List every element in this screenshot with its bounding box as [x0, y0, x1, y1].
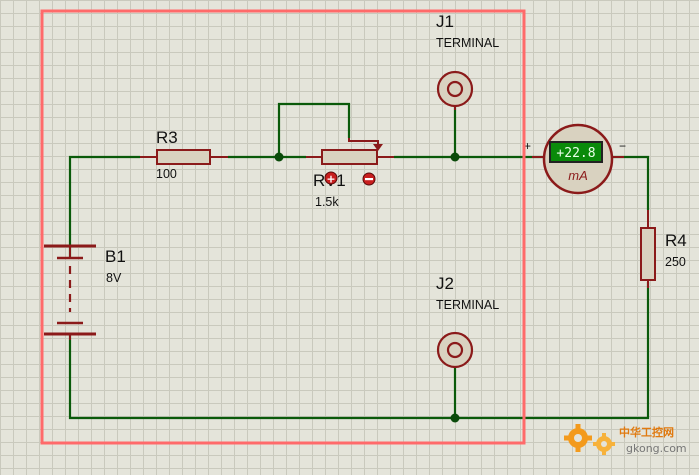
r4-label: R4 — [665, 231, 687, 250]
ammeter-unit: mA — [568, 168, 588, 183]
j1-type: TERMINAL — [436, 36, 499, 50]
wire-wiper-bypass[interactable] — [277, 102, 351, 157]
terminal-j2[interactable]: J2 TERMINAL — [436, 274, 499, 369]
wiper-arrow-icon — [373, 144, 383, 151]
b1-label: B1 — [105, 247, 126, 266]
r3-body[interactable] — [156, 149, 211, 165]
ammeter-display — [549, 141, 603, 163]
minus-icon — [365, 178, 373, 181]
terminal-j1[interactable]: J1 TERMINAL — [436, 12, 499, 110]
watermark-title: 中华工控网 — [619, 425, 674, 439]
r3-value: 100 — [156, 167, 177, 181]
junction-dot — [450, 413, 460, 423]
battery-b1[interactable] — [44, 244, 96, 340]
r4-value: 250 — [665, 255, 686, 269]
junction-dot — [450, 152, 460, 162]
rv1-increase-button[interactable]: + — [324, 171, 338, 186]
resistor-r4[interactable]: R4 250 — [640, 210, 687, 288]
ammeter-reading: +22.8 — [556, 146, 595, 161]
junction-dot — [274, 152, 284, 162]
j2-type: TERMINAL — [436, 298, 499, 312]
potentiometer-rv1[interactable]: RV1 1.5k + — [306, 138, 394, 209]
b1-value: 8V — [106, 271, 122, 285]
ammeter[interactable]: +22.8 mA + − — [524, 123, 626, 195]
rv1-value: 1.5k — [315, 195, 339, 209]
j2-label: J2 — [436, 274, 454, 293]
watermark-url: gkong.com — [626, 442, 687, 455]
j1-label: J1 — [436, 12, 454, 31]
r3-label: R3 — [156, 128, 178, 147]
wire-bottom[interactable] — [68, 282, 650, 420]
ammeter-minus-terminal: − — [619, 139, 626, 153]
resistor-r3[interactable]: R3 100 — [140, 128, 228, 181]
watermark-logo: 中华工控网 gkong.com — [564, 424, 687, 455]
gear-icon — [564, 424, 592, 452]
rv1-decrease-button[interactable] — [362, 172, 376, 186]
selection-box[interactable] — [40, 9, 526, 445]
rv1-body[interactable] — [321, 149, 378, 165]
gear-icon — [593, 433, 615, 455]
wire-meter-r4[interactable] — [612, 155, 650, 210]
r4-body[interactable] — [640, 227, 656, 281]
junctions — [274, 152, 460, 423]
ammeter-plus-terminal: + — [524, 139, 531, 153]
wire-top-left[interactable] — [68, 155, 140, 258]
rv1-wiper[interactable] — [348, 138, 379, 147]
plus-icon: + — [326, 173, 335, 186]
